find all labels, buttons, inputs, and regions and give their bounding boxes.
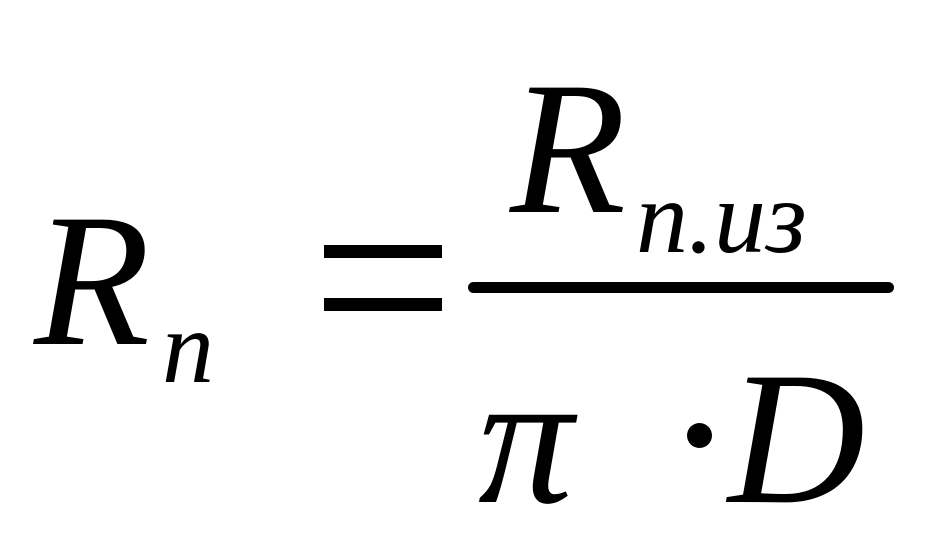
numerator-subscript: n.из (636, 160, 807, 275)
lhs-symbol: R (34, 176, 151, 386)
denominator-symbol: D (728, 334, 866, 544)
multiplication-dot (687, 423, 712, 448)
denominator-pi: π (478, 334, 574, 544)
equals-sign-top-bar (324, 245, 442, 258)
numerator-symbol: R (510, 44, 627, 254)
equals-sign-bottom-bar (324, 298, 442, 311)
lhs-subscript: n (162, 290, 214, 405)
fraction-bar (468, 282, 894, 293)
